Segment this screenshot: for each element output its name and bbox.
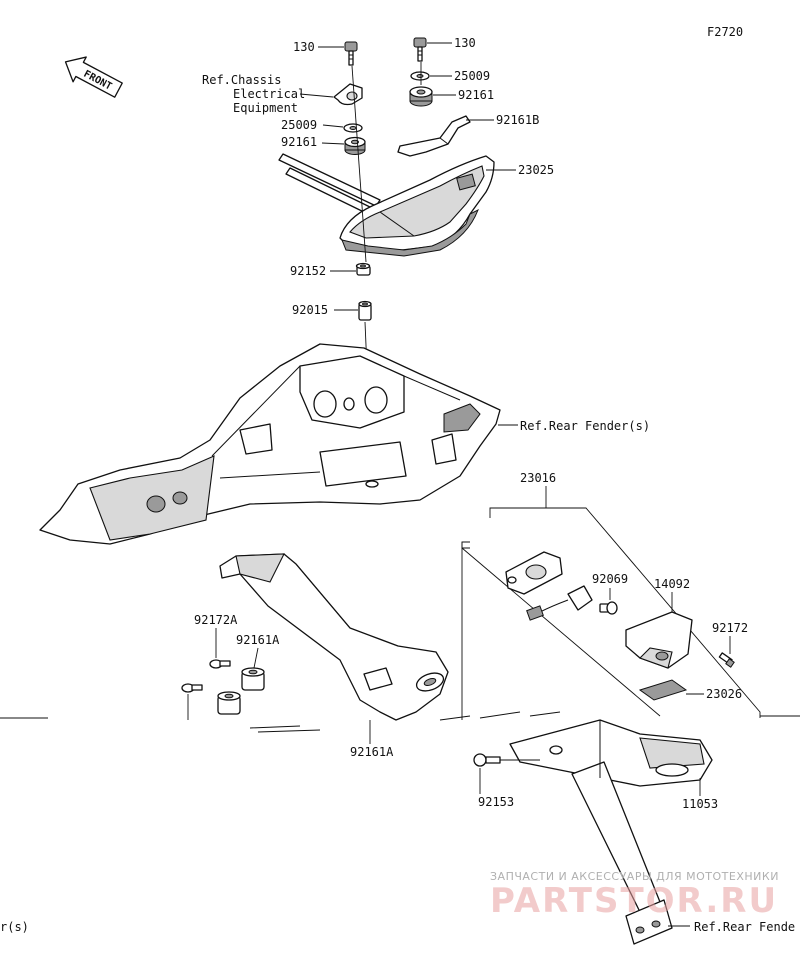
- label-23025: 23025: [518, 163, 554, 177]
- label-23016: 23016: [520, 471, 556, 485]
- bulb-socket: [526, 585, 593, 621]
- label-ref-chassis-3: Equipment: [233, 101, 298, 115]
- grommet-92161-right: [409, 86, 433, 107]
- label-ref-chassis-1: Ref.Chassis: [202, 73, 281, 87]
- label-130-right: 130: [454, 36, 476, 50]
- bracket-92161b: [397, 115, 471, 157]
- collar-92015: [358, 300, 372, 321]
- watermark-logo: PARTSTOR.RU: [490, 881, 778, 921]
- nut-92152: [355, 262, 371, 276]
- screw-92172a: [209, 659, 231, 669]
- grommet-92161-left: [344, 136, 366, 155]
- front-arrow-icon: FRONT: [64, 56, 123, 98]
- license-plate-holder: [509, 719, 713, 945]
- diagram-code: F2720: [707, 25, 743, 39]
- label-92161-left: 92161: [281, 135, 317, 149]
- label-92069: 92069: [592, 572, 628, 586]
- label-23026: 23026: [706, 687, 742, 701]
- grommet-92161a: [241, 667, 265, 691]
- license-lamp-housing: [505, 551, 563, 595]
- label-92161b: 92161B: [496, 113, 539, 127]
- reflector-23026: [638, 679, 688, 701]
- label-ref-left-partial: r(s): [0, 920, 29, 934]
- label-92161a-bottom: 92161A: [350, 745, 394, 759]
- label-11053: 11053: [682, 797, 718, 811]
- watermark-line1: ЗАПЧАСТИ И АКСЕССУАРЫ ДЛЯ МОТОТЕХНИКИ: [490, 870, 779, 883]
- label-130-left: 130: [293, 40, 315, 54]
- label-92161a-top: 92161A: [236, 633, 280, 647]
- label-ref-chassis-2: Electrical: [233, 87, 305, 101]
- label-92172a: 92172A: [194, 613, 238, 627]
- label-14092: 14092: [654, 577, 690, 591]
- label-92161-right: 92161: [458, 88, 494, 102]
- screw-92172: [718, 652, 735, 668]
- lens-cover-14092: [625, 611, 693, 669]
- label-92015: 92015: [292, 303, 328, 317]
- cut-region: [0, 711, 800, 733]
- bulb-92069: [599, 601, 618, 615]
- rear-fender: [39, 343, 501, 545]
- wire-clamp: [333, 83, 363, 106]
- label-92153: 92153: [478, 795, 514, 809]
- bolt-130-left: [344, 41, 358, 66]
- label-ref-rear-fender: Ref.Rear Fender(s): [520, 419, 650, 433]
- label-25009-right: 25009: [454, 69, 490, 83]
- bolt-92153: [473, 753, 501, 767]
- tail-lamp-23025: [278, 153, 495, 257]
- label-25009-left: 25009: [281, 118, 317, 132]
- grommet-92161a-2: [217, 691, 241, 715]
- label-ref-rear-fender-bottom: Ref.Rear Fende: [694, 920, 795, 934]
- label-92152: 92152: [290, 264, 326, 278]
- bolt-130-right: [413, 37, 427, 62]
- license-bracket-stay: [219, 553, 449, 721]
- screw-92172a-2: [181, 683, 203, 693]
- label-92172: 92172: [712, 621, 748, 635]
